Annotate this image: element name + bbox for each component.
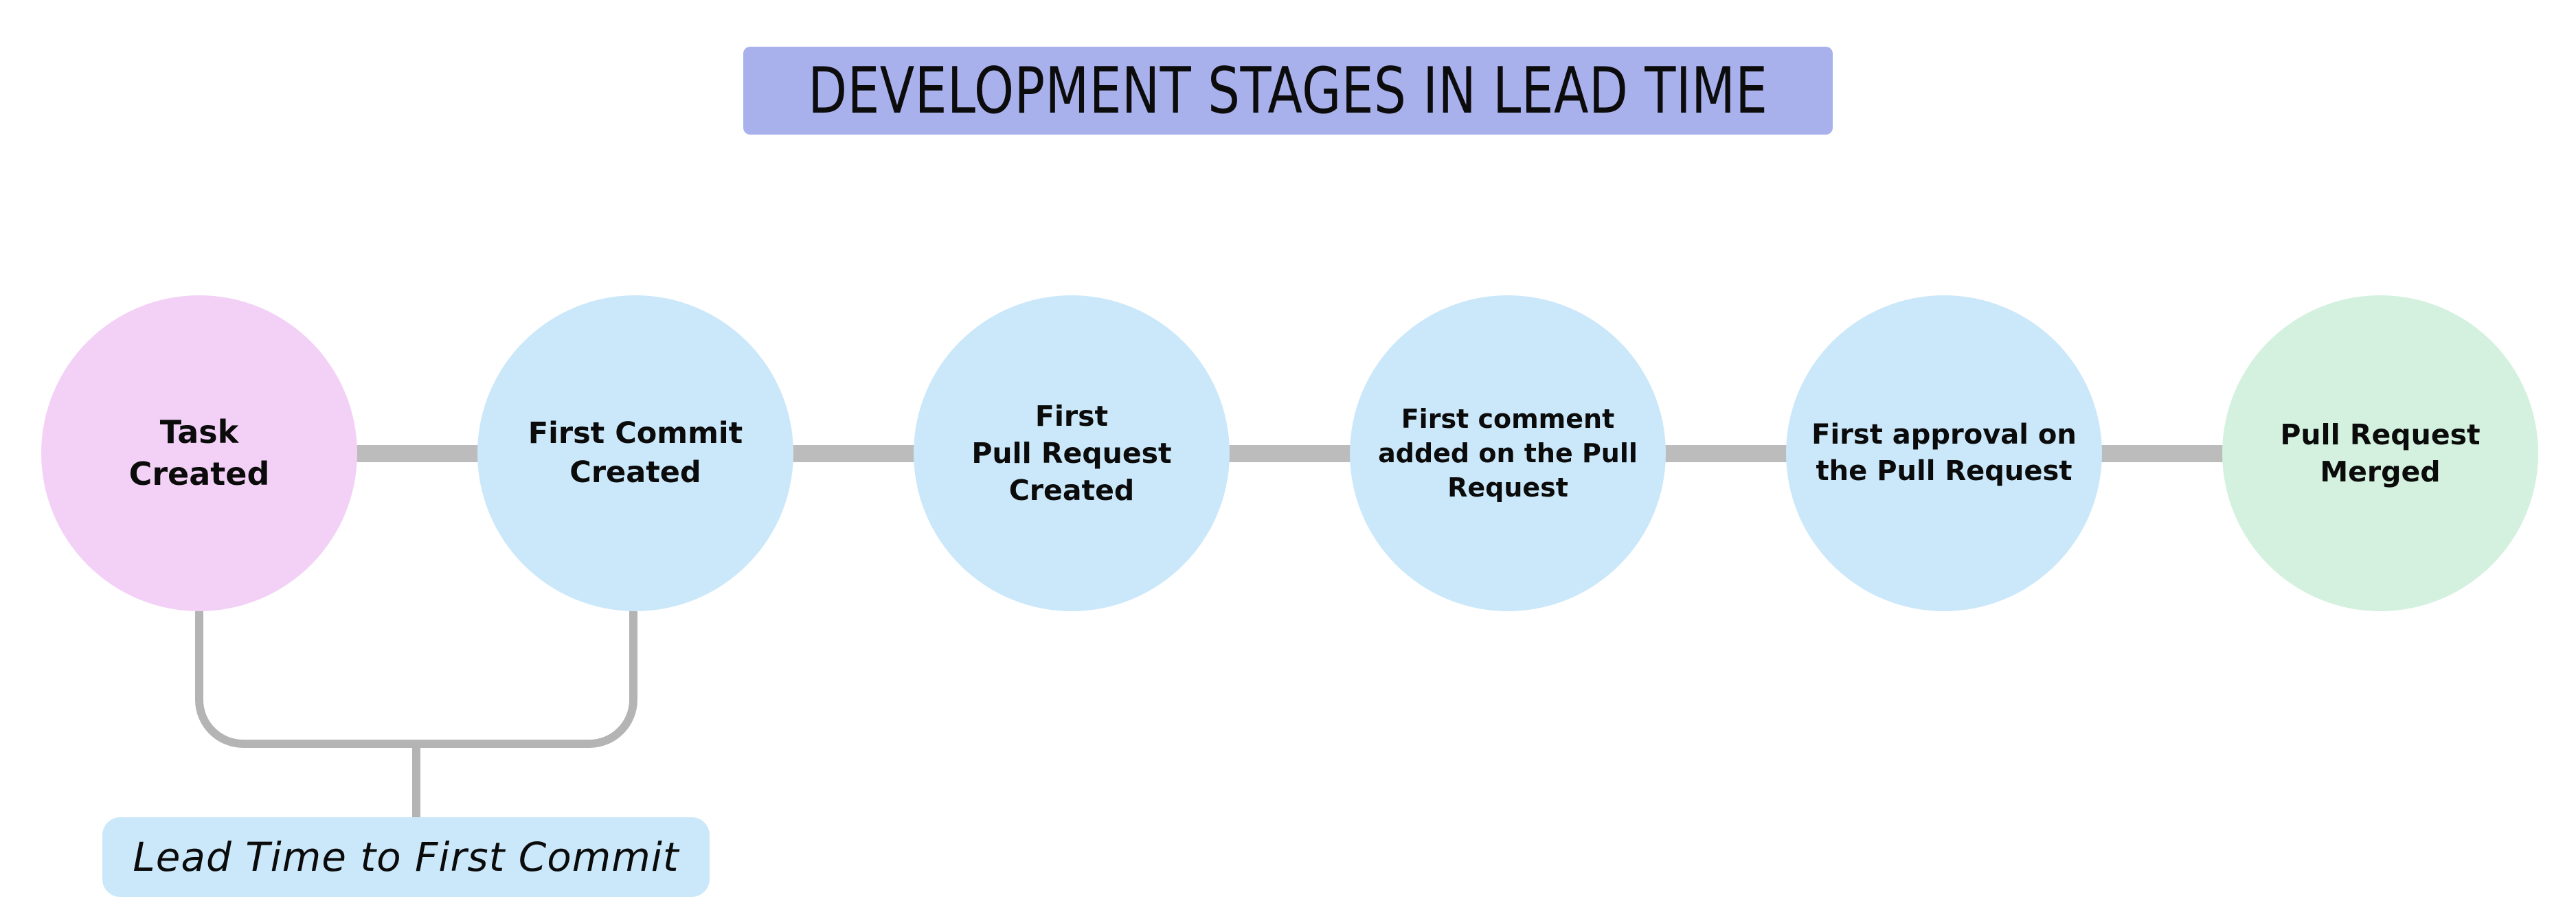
stage-label-first-commit-created: First Commit Created <box>528 416 743 490</box>
stage-label-pull-request-merged: Pull Request Merged <box>2280 418 2481 488</box>
stage-node-task-created: Task Created <box>41 295 357 611</box>
lead-time-bracket-stem <box>412 746 420 819</box>
stage-node-first-commit-created: First Commit Created <box>477 295 793 611</box>
stage-node-pull-request-merged: Pull Request Merged <box>2222 295 2538 611</box>
diagram-title-box: DEVELOPMENT STAGES IN LEAD TIME <box>743 47 1833 135</box>
lead-time-bracket <box>195 610 637 748</box>
stage-node-first-comment-added: First comment added on the Pull Request <box>1350 295 1666 611</box>
lead-time-label: Lead Time to First Commit <box>133 834 679 880</box>
stage-label-first-approval: First approval on the Pull Request <box>1811 419 2077 487</box>
stage-label-task-created: Task Created <box>128 413 270 492</box>
diagram-title: DEVELOPMENT STAGES IN LEAD TIME <box>808 54 1768 128</box>
stage-label-first-comment-added: First comment added on the Pull Request <box>1378 403 1638 503</box>
stage-node-first-approval: First approval on the Pull Request <box>1786 295 2102 611</box>
stage-node-first-pull-request-created: First Pull Request Created <box>914 295 1230 611</box>
stage-label-first-pull-request-created: First Pull Request Created <box>971 399 1172 508</box>
lead-time-label-box: Lead Time to First Commit <box>102 817 710 897</box>
